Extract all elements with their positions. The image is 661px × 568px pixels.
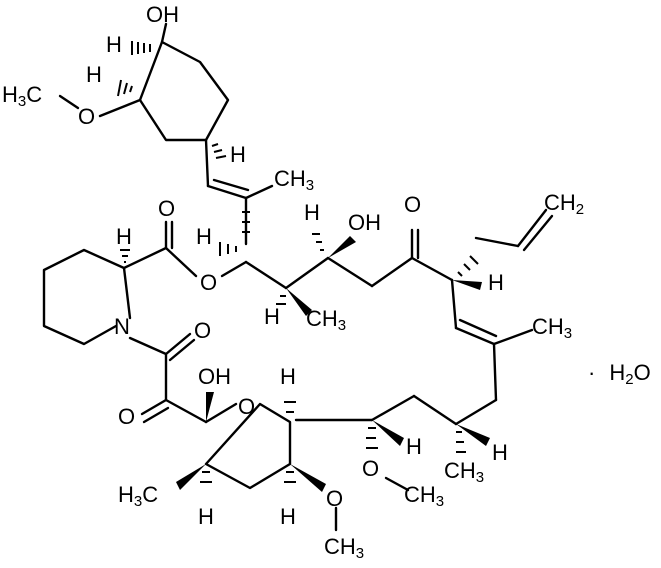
hash-bond-h-ester (219, 242, 237, 256)
label-n: N (114, 314, 130, 339)
keto-to-hemi (164, 398, 208, 424)
macro-bond-3 (326, 256, 374, 288)
methyl-bond-alkene (244, 184, 274, 200)
amide-co-double-2 (168, 338, 196, 362)
hash-bond-h-pip (120, 249, 130, 263)
hash-bond-h-top2 (117, 79, 133, 97)
hydrate-label: ·H2O (588, 360, 651, 388)
label-h-ester: H (196, 224, 212, 249)
macro-bond-4 (370, 256, 414, 288)
chain-bond-1 (204, 138, 210, 188)
macro-bond-2 (284, 256, 330, 290)
label-h-ring4: H (406, 434, 422, 459)
label-h-c: H (264, 304, 280, 329)
label-h-ring3: H (280, 504, 296, 529)
wedge-oh-hemi (206, 392, 214, 422)
label-o-amide: O (194, 318, 211, 343)
label-ch3-methoxy2: CH3 (404, 482, 444, 510)
oh-bond-top (160, 22, 168, 44)
amide-bond (128, 336, 168, 356)
label-oh-top: OH (146, 2, 179, 27)
macro-bond-7 (492, 342, 498, 402)
hash-bond-h-top1 (131, 41, 151, 55)
label-h-ring2: H (198, 504, 214, 529)
methoxy1-methyl-bond (58, 94, 80, 110)
wedge-methoxy3 (290, 464, 326, 492)
wedge-methyl-ring (176, 464, 206, 490)
label-h-top1: H (106, 32, 122, 57)
ester-o-bond (164, 246, 198, 278)
hash-bond-h-ring2 (200, 471, 212, 483)
alkene-right (454, 326, 496, 346)
macro-bond-5 (410, 256, 454, 282)
amide-co-double (164, 332, 192, 356)
hash-bond-h-mid (312, 233, 324, 251)
alkene-bond (206, 184, 248, 200)
allyl-bond-2 (516, 208, 548, 248)
wedge-oh-mid (328, 236, 356, 258)
label-h3c-ring: H3C (118, 482, 158, 510)
alkene-right-double (458, 318, 498, 338)
hash-bond-allyl (457, 255, 479, 277)
piperidine-ring (42, 248, 132, 346)
hash-bond-h-ring (284, 401, 296, 413)
label-h-pip: H (116, 224, 132, 249)
label-oh-hemi: OH (198, 364, 231, 389)
macro-bond-10 (370, 394, 416, 422)
alkene-bond-double (212, 178, 250, 192)
label-o-ring: O (238, 394, 255, 419)
label-h-allyl: H (488, 270, 504, 295)
cyclohexyl-ring (138, 40, 230, 142)
label-o-ketone: O (404, 192, 421, 217)
label-o-ketoamide: O (118, 404, 135, 429)
label-h-ring5: H (492, 440, 508, 465)
label-ch3-alkene: CH3 (274, 166, 314, 194)
label-h-cyclo: H (230, 142, 246, 167)
keto-double-2 (142, 406, 170, 424)
label-h3c: H3C (2, 82, 42, 110)
allyl-bond-1 (474, 236, 520, 248)
allyl-bond-2-double (522, 214, 554, 252)
hash-bond-sidechain (242, 211, 250, 233)
methoxy2-methyl-bond (384, 476, 410, 492)
label-o-methoxy1: O (78, 104, 95, 129)
label-ch3-bottom: CH3 (444, 458, 484, 486)
label-h-ring: H (280, 364, 296, 389)
macro-bond-1 (244, 260, 288, 290)
label-ch3-methoxy3: CH3 (324, 534, 364, 562)
label-o-ester: O (200, 270, 217, 295)
label-o-ester-carbonyl: O (158, 196, 175, 221)
methyl-bond-right (492, 328, 534, 346)
hash-bond-h-ring3 (284, 471, 296, 483)
hash-bond-methoxy2 (366, 427, 378, 449)
label-oh-mid: OH (348, 210, 381, 235)
wedge-h-methoxy (372, 420, 404, 446)
wedge-methyl-mid (286, 288, 312, 316)
label-h-mid: H (304, 200, 320, 225)
label-o-methoxy2: O (362, 456, 379, 481)
label-o-methoxy3: O (326, 486, 343, 511)
label-ch3-right: CH3 (532, 314, 572, 342)
keto-double (140, 398, 168, 416)
macro-bond-9 (412, 394, 458, 426)
hash-bond-h-cyclo (211, 143, 227, 159)
ester-o-bond-2 (220, 260, 248, 278)
pip-to-ester-carbonyl (122, 246, 168, 270)
label-ch3-mid: CH3 (306, 306, 346, 334)
macro-bond-6 (450, 278, 458, 330)
hash-bond-h-c (276, 295, 286, 305)
wedge-h-bottom (456, 424, 490, 446)
pyran-ring (204, 402, 292, 490)
wedge-h-allyl (452, 280, 482, 290)
hash-bond-methyl-bottom (456, 431, 466, 453)
methoxy1-bond (98, 98, 142, 118)
label-h-top2: H (86, 62, 102, 87)
macro-bond-8 (454, 398, 498, 426)
label-ch2: CH2 (544, 190, 584, 218)
